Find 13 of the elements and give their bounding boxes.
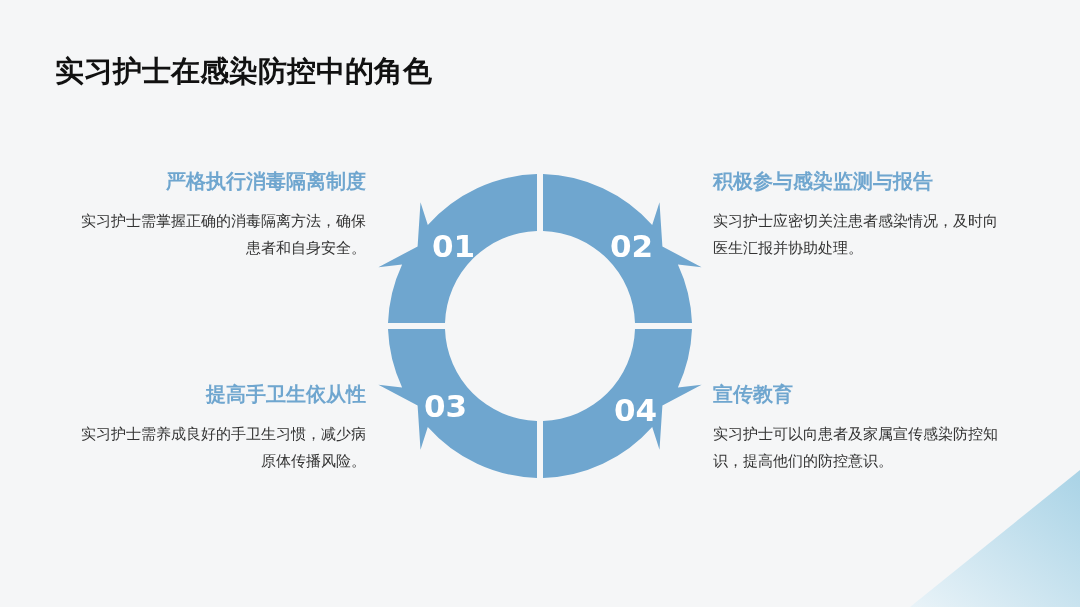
section-heading: 提高手卫生依从性 (206, 381, 366, 408)
description-text: 实习护士需掌握正确的消毒隔离方法，确保患者和自身安全。 (81, 212, 366, 258)
section-heading: 宣传教育 (713, 381, 793, 408)
step-number: 02 (610, 228, 654, 264)
section-heading: 严格执行消毒隔离制度 (166, 168, 366, 195)
description-text: 实习护士应密切关注患者感染情况，及时向医生汇报并协助处理。 (713, 212, 998, 258)
slide-title: 实习护士在感染防控中的角色 (55, 53, 432, 90)
step-number: 01 (432, 228, 476, 264)
description-text: 实习护士可以向患者及家属宣传感染防控知识，提高他们的防控意识。 (713, 425, 998, 471)
description-text: 实习护士需养成良好的手卫生习惯，减少病原体传播风险。 (81, 425, 366, 471)
step-number: 03 (424, 388, 468, 424)
section-heading: 积极参与感染监测与报告 (713, 168, 933, 195)
step-number: 04 (614, 392, 658, 428)
